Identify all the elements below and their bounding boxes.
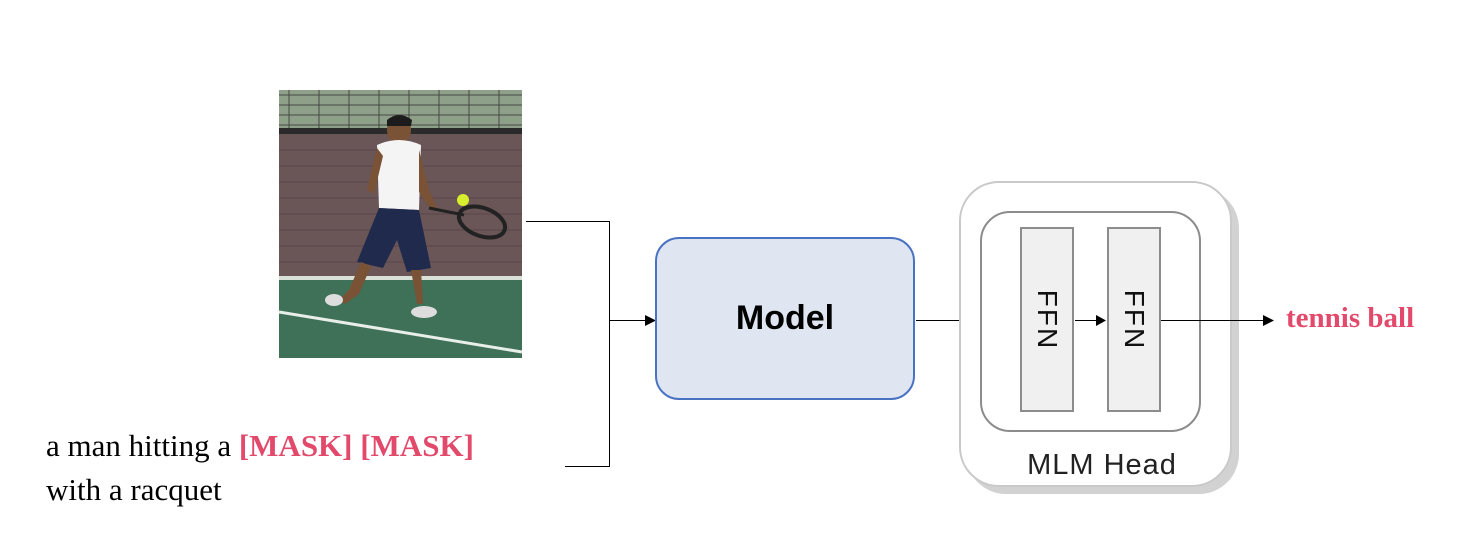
image-connector	[526, 221, 610, 222]
mlm-head-label: MLM Head	[1027, 449, 1177, 481]
output-prediction: tennis ball	[1286, 302, 1415, 334]
model-input-arrow	[610, 320, 647, 321]
model-label: Model	[735, 299, 835, 337]
input-image	[279, 90, 522, 358]
caption-text-line2: with a racquet	[46, 472, 222, 507]
ffn-layer-1: FFN	[1020, 227, 1074, 412]
merge-connector	[609, 221, 610, 467]
input-caption: a man hitting a [MASK] [MASK] with a rac…	[46, 424, 474, 512]
ffn-label-1: FFN	[1032, 289, 1063, 350]
arrow-head-icon	[1096, 315, 1106, 326]
mlm-head-inner	[980, 211, 1201, 432]
output-arrow	[1161, 320, 1265, 321]
ffn-layer-2: FFN	[1107, 227, 1161, 412]
model-box: Model	[655, 237, 915, 400]
caption-text: a man hitting a	[46, 428, 239, 463]
tennis-player-photo	[279, 90, 522, 358]
ffn-connector	[1075, 320, 1097, 321]
arrow-head-icon	[645, 315, 656, 326]
arrow-head-icon	[1263, 315, 1274, 326]
caption-connector	[565, 466, 610, 467]
ffn-label-2: FFN	[1119, 289, 1150, 350]
mask-tokens: [MASK] [MASK]	[238, 428, 474, 463]
